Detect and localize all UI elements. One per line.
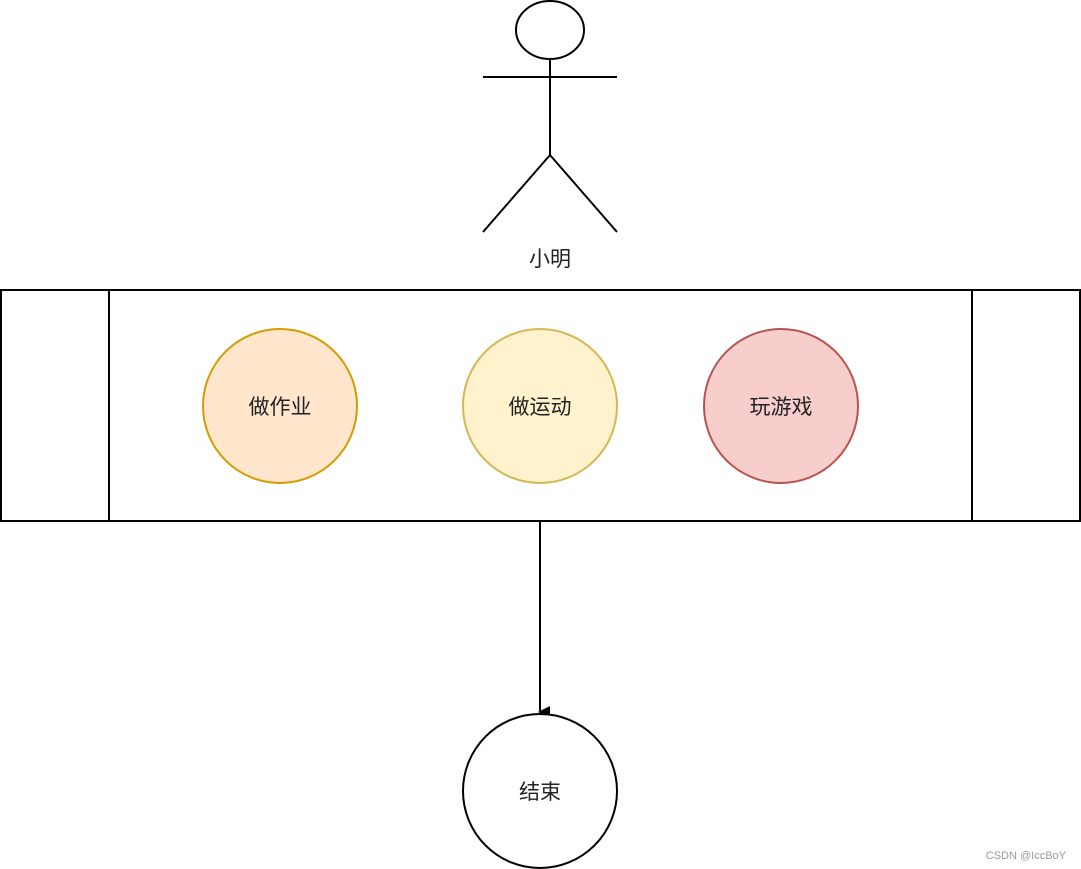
actor-figure bbox=[482, 0, 618, 233]
end-node[interactable]: 结束 bbox=[462, 713, 618, 869]
watermark-text: CSDN @IccBoY bbox=[986, 850, 1067, 862]
activity-homework-circle bbox=[202, 328, 358, 484]
activity-play-games-label: 玩游戏 bbox=[750, 395, 813, 419]
actor-right-leg bbox=[549, 154, 618, 233]
activity-play-games[interactable]: 玩游戏 bbox=[703, 328, 859, 484]
actor-left-leg bbox=[482, 154, 551, 233]
actor-label: 小明 bbox=[529, 247, 571, 271]
activity-play-games-circle bbox=[703, 328, 859, 484]
end-node-label: 结束 bbox=[519, 780, 561, 804]
activity-exercise-label: 做运动 bbox=[509, 395, 572, 419]
activity-exercise-circle bbox=[462, 328, 618, 484]
activity-exercise[interactable]: 做运动 bbox=[462, 328, 618, 484]
actor-head bbox=[515, 0, 585, 60]
end-node-circle bbox=[462, 713, 618, 869]
activity-homework[interactable]: 做作业 bbox=[202, 328, 358, 484]
activity-homework-label: 做作业 bbox=[249, 395, 312, 419]
